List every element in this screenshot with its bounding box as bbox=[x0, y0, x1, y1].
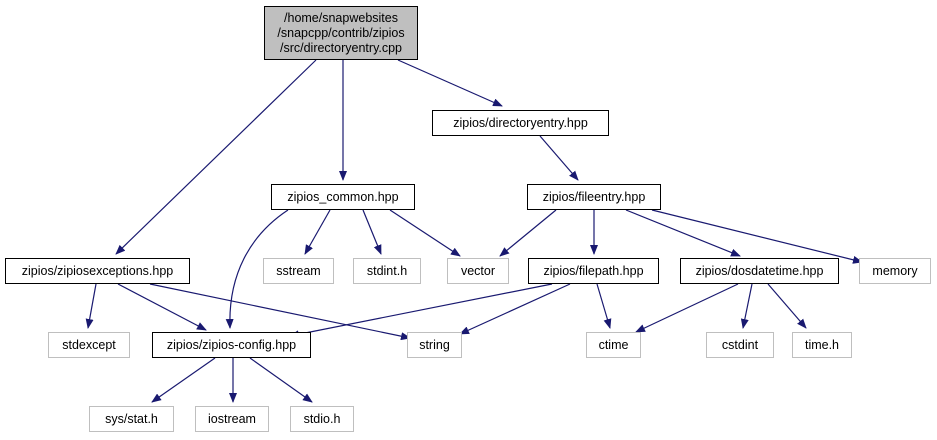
node-directoryentry-cpp[interactable]: /home/snapwebsites /snapcpp/contrib/zipi… bbox=[264, 6, 418, 60]
edge-root-to-zipiosexceptions bbox=[115, 59, 317, 255]
edge-directoryentry-to-fileentry bbox=[539, 135, 579, 181]
edge-filepath-to-zipios-config bbox=[289, 283, 553, 339]
node-label: zipios/filepath.hpp bbox=[543, 263, 644, 278]
edge-common-to-vector bbox=[389, 209, 461, 257]
node-label: time.h bbox=[804, 337, 840, 352]
node-root-line-2: /snapcpp/contrib/zipios bbox=[277, 25, 405, 40]
node-label: iostream bbox=[208, 411, 256, 426]
edge-fileentry-to-dosdatetime bbox=[625, 209, 741, 257]
edge-zipiosexceptions-to-string bbox=[149, 283, 411, 341]
edge-dosdatetime-to-time-h bbox=[767, 283, 807, 329]
edge-fileentry-to-vector bbox=[499, 209, 557, 257]
node-directoryentry-hpp[interactable]: zipios/directoryentry.hpp bbox=[432, 110, 609, 136]
node-label: vector bbox=[460, 263, 496, 278]
edge-root-to-directoryentry-hpp bbox=[397, 59, 503, 107]
edge-fileentry-to-memory bbox=[651, 209, 863, 264]
node-time-h[interactable]: time.h bbox=[792, 332, 852, 358]
node-label: zipios/zipiosexceptions.hpp bbox=[21, 263, 174, 278]
node-stdio-h[interactable]: stdio.h bbox=[290, 406, 354, 432]
node-memory[interactable]: memory bbox=[859, 258, 931, 284]
node-label: ctime bbox=[598, 337, 629, 352]
node-label: string bbox=[419, 337, 450, 352]
node-ctime[interactable]: ctime bbox=[586, 332, 641, 358]
edge-common-to-stdint bbox=[362, 209, 382, 255]
node-sstream[interactable]: sstream bbox=[263, 258, 334, 284]
edge-zipiosexceptions-to-stdexcept bbox=[85, 283, 97, 329]
node-label: cstdint bbox=[721, 337, 759, 352]
node-iostream[interactable]: iostream bbox=[195, 406, 269, 432]
node-label: stdint.h bbox=[366, 263, 408, 278]
edge-filepath-to-string bbox=[459, 283, 571, 335]
node-zipios-config-hpp[interactable]: zipios/zipios-config.hpp bbox=[152, 332, 311, 358]
node-label: zipios/dosdatetime.hpp bbox=[695, 263, 824, 278]
node-fileentry-hpp[interactable]: zipios/fileentry.hpp bbox=[527, 184, 661, 210]
edge-common-to-sstream bbox=[304, 209, 331, 255]
node-stdint-h[interactable]: stdint.h bbox=[353, 258, 421, 284]
node-stdexcept[interactable]: stdexcept bbox=[48, 332, 130, 358]
edge-filepath-to-ctime bbox=[596, 283, 612, 329]
edge-config-to-stdio bbox=[249, 357, 313, 403]
node-string[interactable]: string bbox=[407, 332, 462, 358]
node-root-line-1: /home/snapwebsites bbox=[284, 10, 398, 25]
edge-dosdatetime-to-cstdint bbox=[740, 283, 753, 329]
node-zipios-common-hpp[interactable]: zipios_common.hpp bbox=[271, 184, 415, 210]
node-label: sys/stat.h bbox=[105, 411, 158, 426]
node-label: stdio.h bbox=[303, 411, 341, 426]
edge-zipiosexceptions-to-zipios-config bbox=[117, 283, 207, 331]
node-label: sstream bbox=[276, 263, 321, 278]
node-label: zipios/directoryentry.hpp bbox=[453, 115, 588, 130]
node-vector[interactable]: vector bbox=[447, 258, 509, 284]
node-label: memory bbox=[872, 263, 918, 278]
edge-config-to-sys-stat bbox=[151, 357, 216, 403]
edge-common-to-zipios-config bbox=[225, 209, 289, 329]
node-label: zipios/zipios-config.hpp bbox=[166, 337, 297, 352]
node-dosdatetime-hpp[interactable]: zipios/dosdatetime.hpp bbox=[680, 258, 839, 284]
node-cstdint[interactable]: cstdint bbox=[706, 332, 774, 358]
node-root-line-3: /src/directoryentry.cpp bbox=[279, 40, 403, 55]
node-label: zipios_common.hpp bbox=[287, 189, 399, 204]
node-filepath-hpp[interactable]: zipios/filepath.hpp bbox=[528, 258, 659, 284]
edge-dosdatetime-to-ctime bbox=[635, 283, 739, 333]
node-zipiosexceptions-hpp[interactable]: zipios/zipiosexceptions.hpp bbox=[5, 258, 190, 284]
node-label: zipios/fileentry.hpp bbox=[542, 189, 646, 204]
node-label: stdexcept bbox=[62, 337, 116, 352]
node-sys-stat-h[interactable]: sys/stat.h bbox=[89, 406, 174, 432]
